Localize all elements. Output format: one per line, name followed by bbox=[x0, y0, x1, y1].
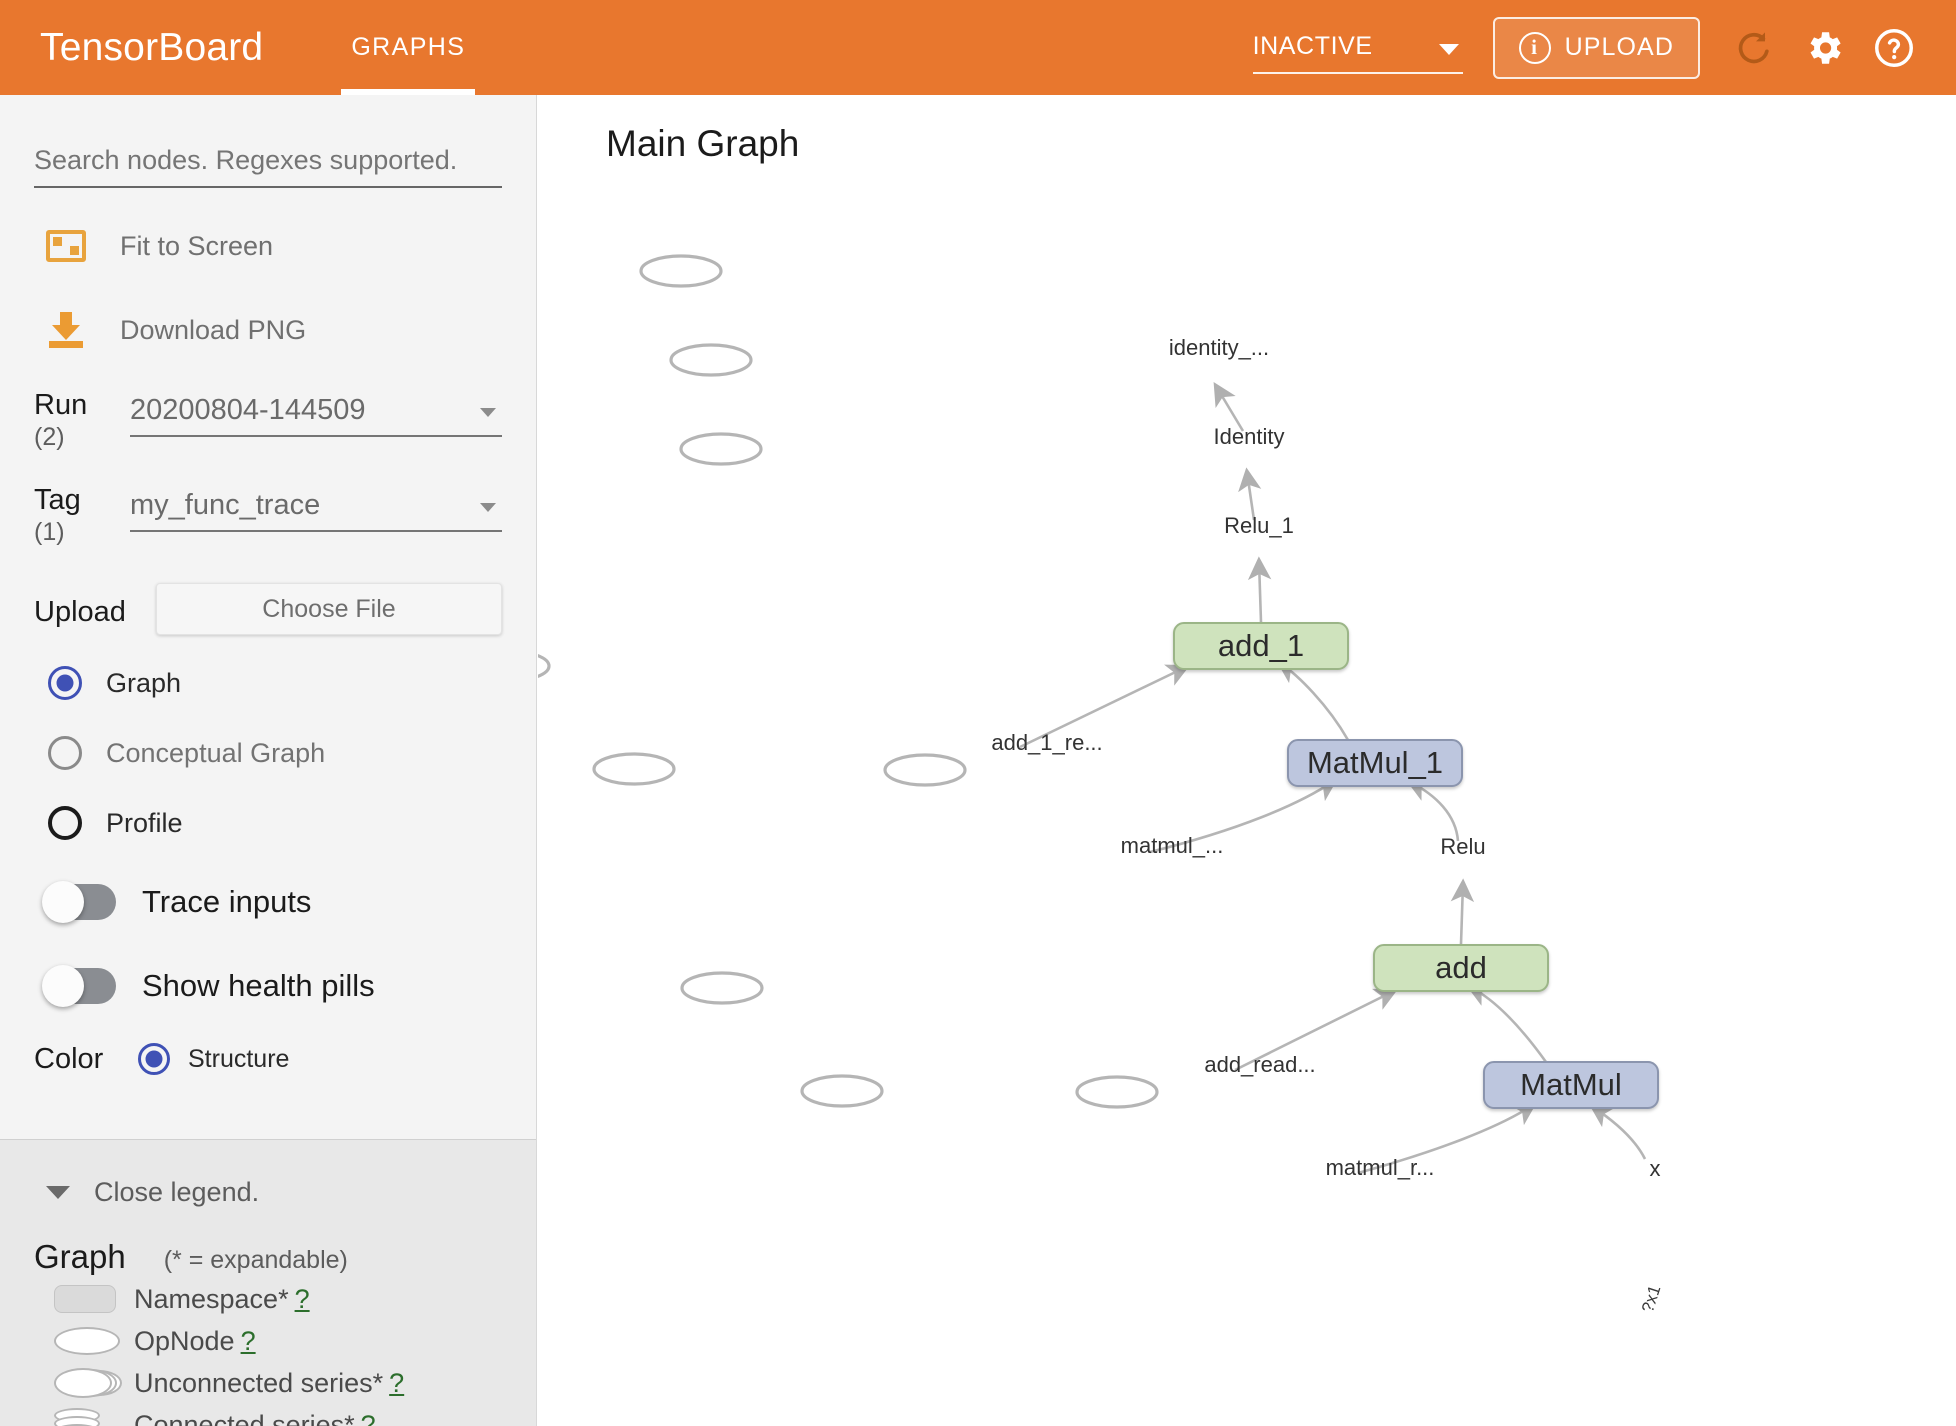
search-input[interactable] bbox=[34, 145, 502, 176]
toggle-trace-inputs-switch[interactable] bbox=[42, 881, 116, 924]
graph-node-add[interactable]: add bbox=[1373, 944, 1549, 992]
graph-node-matmul[interactable]: MatMul bbox=[1483, 1061, 1659, 1109]
radio-conceptual-graph[interactable]: Conceptual Graph bbox=[34, 731, 502, 775]
op-node-label-relu-1[interactable]: Relu_1 bbox=[1224, 513, 1294, 538]
download-icon bbox=[46, 312, 86, 348]
download-png-button[interactable]: Download PNG bbox=[34, 304, 502, 356]
graph-canvas[interactable]: Main Graph bbox=[538, 95, 1956, 1426]
radio-conceptual-graph-indicator bbox=[48, 736, 82, 771]
info-icon: i bbox=[1518, 31, 1551, 64]
radio-graph-label: Graph bbox=[106, 667, 182, 698]
op-node-label-identity[interactable]: Identity bbox=[1213, 424, 1285, 449]
legend-header: Graph (* = expandable) bbox=[34, 1238, 502, 1276]
help-link[interactable]: ? bbox=[389, 1367, 405, 1398]
toggle-health-pills[interactable]: Show health pills bbox=[34, 959, 502, 1013]
op-node-label-identity-out[interactable]: identity_... bbox=[1168, 335, 1270, 360]
legend-item-label: Connected series*? bbox=[134, 1410, 376, 1426]
op-node-label-add-1-read[interactable]: add_1_re... bbox=[991, 730, 1103, 755]
toggle-health-pills-label: Show health pills bbox=[142, 968, 375, 1004]
toggle-health-pills-switch[interactable] bbox=[42, 965, 116, 1008]
fit-to-screen-label: Fit to Screen bbox=[120, 230, 274, 261]
tag-field: Tag (1) my_func_trace bbox=[34, 484, 502, 547]
graph-node-add-1[interactable]: add_1 bbox=[1173, 622, 1349, 670]
namespace-shape-icon bbox=[34, 1285, 134, 1313]
op-node-label-matmul-read[interactable]: matmul_r... bbox=[1325, 1155, 1435, 1180]
page-title: Main Graph bbox=[606, 123, 800, 164]
color-label: Color bbox=[34, 1043, 104, 1076]
close-legend-button[interactable]: Close legend. bbox=[34, 1170, 502, 1214]
app-title: TensorBoard bbox=[40, 25, 264, 69]
radio-graph-indicator bbox=[48, 666, 82, 701]
upload-button-label: UPLOAD bbox=[1564, 33, 1674, 61]
legend-item-unconnected-series: Unconnected series*? bbox=[34, 1364, 502, 1402]
run-label: Run (2) bbox=[34, 390, 130, 451]
help-link[interactable]: ? bbox=[360, 1409, 376, 1426]
op-node-label-matmul-read-1[interactable]: matmul_... bbox=[1120, 833, 1224, 858]
app-header: TensorBoard GRAPHS INACTIVE i UPLOAD bbox=[0, 0, 1956, 95]
legend-item-label: Unconnected series*? bbox=[134, 1367, 405, 1398]
op-node-label-add-read[interactable]: add_read... bbox=[1204, 1052, 1316, 1077]
chevron-down-icon bbox=[480, 502, 496, 512]
upload-button[interactable]: i UPLOAD bbox=[1492, 16, 1700, 79]
chevron-down-icon bbox=[480, 408, 496, 417]
legend-item-connected-series: Connected series*? bbox=[34, 1406, 502, 1426]
choose-file-button[interactable]: Choose File bbox=[156, 583, 502, 636]
radio-profile-indicator bbox=[48, 806, 82, 841]
radio-graph[interactable]: Graph bbox=[34, 661, 502, 705]
radio-structure-label: Structure bbox=[188, 1044, 290, 1073]
tag-count: (1) bbox=[34, 518, 65, 547]
toggle-trace-inputs-label: Trace inputs bbox=[142, 884, 312, 920]
download-png-label: Download PNG bbox=[120, 314, 307, 345]
fit-to-screen-button[interactable]: Fit to Screen bbox=[34, 220, 502, 272]
color-field: Color Structure bbox=[34, 1043, 502, 1076]
legend-panel: Close legend. Graph (* = expandable) Nam… bbox=[0, 1139, 536, 1426]
legend-item-opnode: OpNode? bbox=[34, 1322, 502, 1360]
refresh-icon[interactable] bbox=[1726, 20, 1782, 76]
legend-item-label: Namespace*? bbox=[134, 1283, 310, 1314]
tag-select-value: my_func_trace bbox=[130, 488, 321, 521]
chevron-down-icon bbox=[46, 1185, 70, 1199]
inactive-dropdown-value: INACTIVE bbox=[1252, 32, 1373, 60]
search-field[interactable] bbox=[34, 145, 502, 188]
op-node-label-x[interactable]: x bbox=[1649, 1156, 1661, 1181]
connected-series-shape-icon bbox=[34, 1408, 134, 1426]
op-node-label-relu[interactable]: Relu bbox=[1440, 834, 1486, 859]
fit-to-screen-icon bbox=[46, 230, 86, 262]
unconnected-series-shape-icon bbox=[34, 1368, 134, 1398]
legend-title: Graph bbox=[34, 1238, 126, 1275]
radio-profile-label: Profile bbox=[106, 807, 183, 838]
help-link[interactable]: ? bbox=[240, 1325, 256, 1356]
tab-graphs[interactable]: GRAPHS bbox=[341, 0, 476, 95]
run-field: Run (2) 20200804-144509 bbox=[34, 390, 502, 451]
legend-note: (* = expandable) bbox=[163, 1246, 348, 1274]
radio-conceptual-graph-label: Conceptual Graph bbox=[106, 737, 326, 768]
upload-field: Upload Choose File bbox=[34, 583, 502, 636]
toggle-trace-inputs[interactable]: Trace inputs bbox=[34, 875, 502, 929]
tag-select[interactable]: my_func_trace bbox=[130, 489, 502, 532]
graph-node-matmul-1[interactable]: MatMul_1 bbox=[1287, 739, 1463, 787]
header-actions: INACTIVE i UPLOAD bbox=[1252, 0, 1956, 95]
graph-edges bbox=[1019, 381, 1647, 1175]
run-count: (2) bbox=[34, 423, 65, 452]
sidebar: Fit to Screen Download PNG Run (2) 20200… bbox=[0, 95, 537, 1426]
sidebar-controls: Fit to Screen Download PNG Run (2) 20200… bbox=[0, 145, 536, 1076]
help-link[interactable]: ? bbox=[294, 1283, 310, 1314]
upload-label: Upload bbox=[34, 596, 126, 629]
run-select-value: 20200804-144509 bbox=[130, 394, 366, 426]
chevron-down-icon bbox=[1438, 43, 1459, 55]
radio-structure-indicator[interactable] bbox=[138, 1043, 170, 1076]
close-legend-label: Close legend. bbox=[94, 1176, 260, 1207]
help-icon[interactable] bbox=[1866, 20, 1922, 76]
opnode-shape-icon bbox=[34, 1327, 134, 1355]
inactive-dropdown[interactable]: INACTIVE bbox=[1252, 22, 1463, 74]
tag-label: Tag (1) bbox=[34, 484, 130, 547]
legend-item-namespace: Namespace*? bbox=[34, 1280, 502, 1318]
run-select[interactable]: 20200804-144509 bbox=[130, 394, 502, 437]
radio-profile[interactable]: Profile bbox=[34, 801, 502, 845]
gear-icon[interactable] bbox=[1796, 20, 1852, 76]
legend-item-label: OpNode? bbox=[134, 1325, 256, 1356]
